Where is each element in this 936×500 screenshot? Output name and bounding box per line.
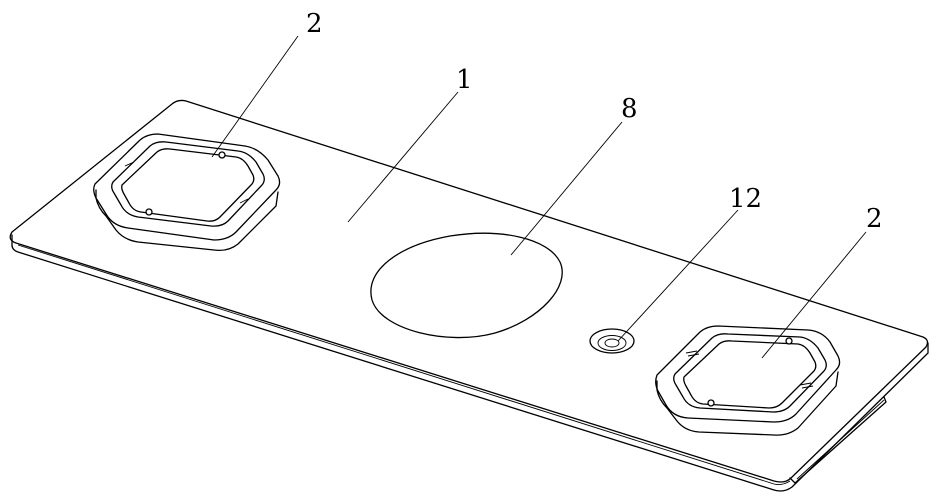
leader-base-plate [347,91,459,223]
right-module [655,325,841,436]
leader-lines [211,35,867,359]
leader-right-module [761,231,867,359]
label-base-plate: 1 [456,65,473,95]
screw-hole [589,328,635,354]
label-right-module: 2 [866,204,883,234]
label-screw-hole: 12 [729,184,762,214]
label-center-pad: 8 [621,94,638,124]
center-pad [370,232,563,339]
leader-screw-hole [617,209,739,342]
left-module [93,133,281,252]
label-left-module: 2 [306,9,323,39]
leader-left-module [211,35,299,158]
leader-center-pad [510,121,623,256]
